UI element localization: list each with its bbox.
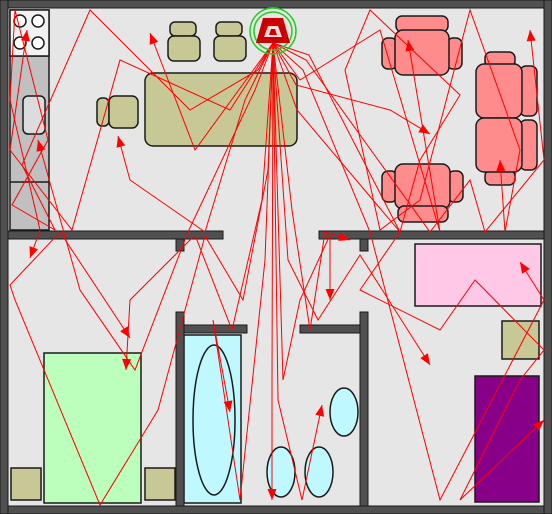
ray-path <box>9 29 274 232</box>
ray-path <box>271 42 274 500</box>
arrowhead-icon <box>120 326 130 338</box>
ray-path <box>272 42 431 135</box>
wardrobe <box>474 375 540 503</box>
ray-path <box>272 42 351 331</box>
arrowhead-icon <box>532 420 544 431</box>
ray-path <box>272 42 545 501</box>
washbasin-right <box>304 446 334 498</box>
nightstand-right <box>144 467 176 501</box>
arrowhead-icon <box>149 33 159 45</box>
ray-paths <box>9 8 545 507</box>
arrowhead-icon <box>405 40 415 52</box>
ray-path <box>149 32 274 152</box>
arrowhead-icon <box>420 353 430 365</box>
bed <box>43 352 142 504</box>
arrowhead-icon <box>496 160 506 172</box>
arrowhead-icon <box>315 405 325 417</box>
arrowhead-icon <box>116 136 126 148</box>
arrowhead-icon <box>29 246 38 258</box>
study-chair <box>501 320 540 360</box>
ray-path <box>272 42 431 366</box>
arrowhead-icon <box>520 262 530 274</box>
arrowhead-icon <box>526 30 536 42</box>
dining-chair-top-left <box>167 21 201 62</box>
sofa-right <box>475 51 538 186</box>
arrowhead-icon <box>223 400 233 412</box>
toilet <box>329 387 359 437</box>
ray-path <box>272 42 323 501</box>
nightstand-left <box>10 467 42 501</box>
dining-chair-top-right <box>213 21 247 62</box>
speaker-source-icon <box>249 7 297 55</box>
desk <box>414 243 542 307</box>
ray-path <box>272 42 331 381</box>
stove-icon <box>9 9 50 57</box>
arrowhead-icon <box>21 30 30 42</box>
ray-path <box>272 29 441 233</box>
ray-path <box>272 42 545 502</box>
armchair-top <box>381 15 463 76</box>
arrowhead-icon <box>338 232 350 241</box>
ray-path <box>37 42 274 372</box>
bathtub-basin <box>192 344 236 496</box>
ray-path <box>9 9 274 259</box>
dining-chair-left <box>96 95 139 129</box>
ray-path <box>117 42 274 233</box>
ray-path <box>272 29 545 234</box>
ray-path <box>212 42 274 501</box>
arrowhead-icon <box>418 124 430 134</box>
arrowhead-icon <box>267 489 277 500</box>
ray-path <box>125 42 274 371</box>
ray-path <box>9 42 274 507</box>
arrowhead-icon <box>122 358 132 370</box>
arrowhead-icon <box>325 289 335 300</box>
